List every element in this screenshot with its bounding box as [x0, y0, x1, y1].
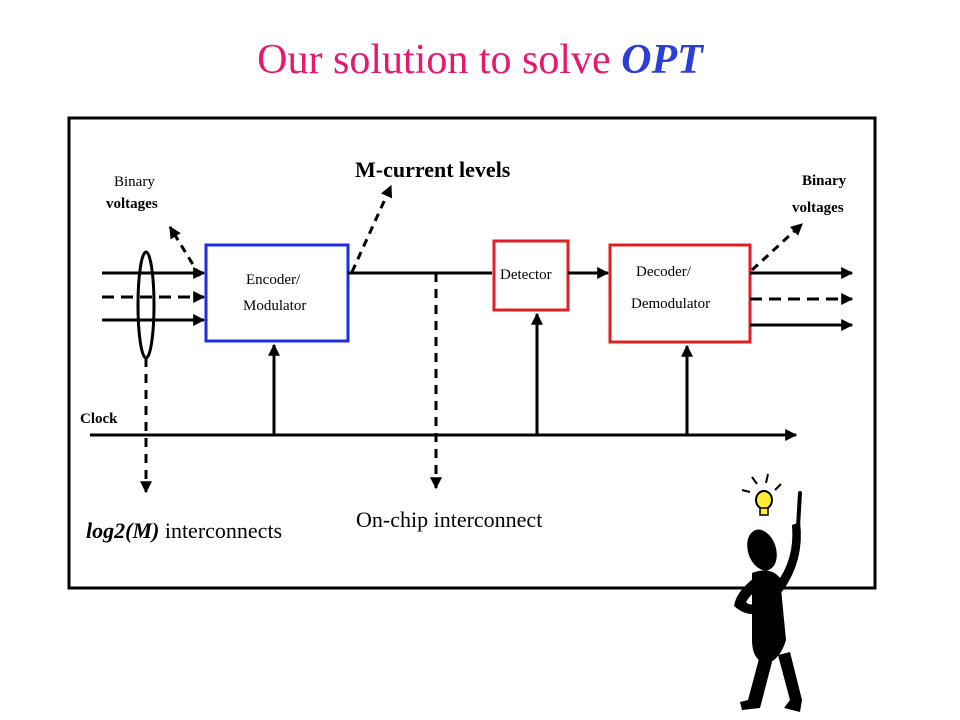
- binary-out-label-1: Binary: [802, 173, 847, 189]
- interconnects-text: interconnects: [159, 518, 282, 543]
- m-current-pointer: [350, 184, 393, 273]
- figure-right-leg: [778, 652, 802, 712]
- encoder-modulator-box: [204, 243, 350, 343]
- figure-body: [752, 570, 786, 664]
- detector-label: Detector: [500, 267, 552, 283]
- diagram-frame: [67, 116, 877, 590]
- encoder-label-2: Modulator: [243, 298, 306, 314]
- light-ray-3: [765, 473, 769, 484]
- binary-in-pointer: [168, 225, 202, 277]
- binary-in-label-1: Binary: [114, 174, 155, 190]
- title-emphasis: OPT: [621, 37, 703, 83]
- binary-out-label-2: voltages: [792, 200, 844, 216]
- light-ray-4: [774, 483, 782, 491]
- figure-head: [747, 529, 777, 571]
- clock-label: Clock: [80, 411, 118, 427]
- figure-raised-arm: [775, 522, 801, 592]
- binary-out-pointer: [750, 222, 804, 272]
- m-current-label: M-current levels: [355, 157, 511, 182]
- figure-left-leg: [740, 655, 772, 710]
- light-ray-2: [751, 476, 758, 485]
- input-bundle-ellipse: [136, 250, 156, 360]
- lightbulb-icon: [755, 490, 773, 516]
- decoder-label-2: Demodulator: [631, 296, 710, 312]
- light-ray-1: [741, 489, 751, 493]
- binary-in-label-2: voltages: [106, 196, 158, 212]
- figure-finger: [796, 491, 802, 529]
- figure-hip-arm: [734, 578, 762, 614]
- onchip-label: On-chip interconnect: [356, 507, 542, 532]
- detector-box: [492, 239, 570, 312]
- title-text: Our solution to solve: [257, 37, 622, 83]
- decoder-demodulator-box: [608, 243, 752, 344]
- log2m-text: log2(M): [86, 518, 159, 543]
- log2m-label: log2(M) interconnects: [86, 518, 282, 543]
- thinking-figure-icon: [734, 473, 802, 712]
- slide-title: Our solution to solve OPT: [0, 36, 960, 84]
- decoder-label-1: Decoder/: [636, 264, 692, 280]
- encoder-label-1: Encoder/: [246, 272, 301, 288]
